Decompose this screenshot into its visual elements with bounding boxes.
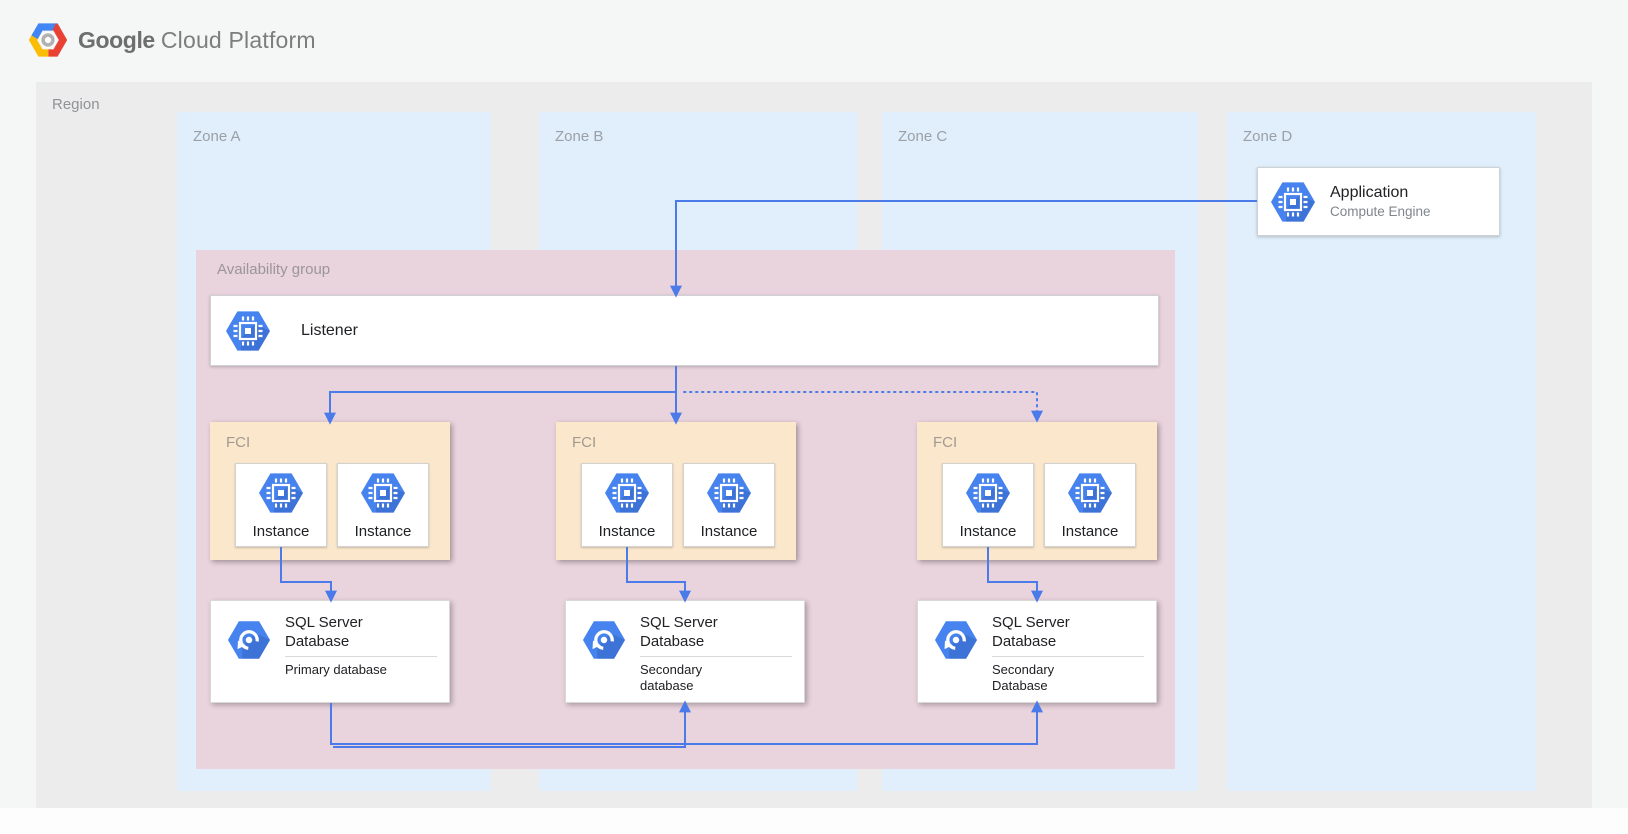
sql-database-role: Secondary Database: [992, 662, 1055, 693]
instance-card: Instance: [683, 463, 775, 547]
region-label: Region: [52, 96, 100, 113]
zone-c-label: Zone C: [898, 128, 948, 145]
application-title: Application: [1330, 183, 1409, 201]
fci-group-2: FCI Instance Instance: [556, 422, 796, 560]
instance-card: Instance: [942, 463, 1034, 547]
compute-engine-icon: [1270, 179, 1316, 225]
fci-group-1: FCI Instance Instance: [210, 422, 450, 560]
sql-database-role: Secondary database: [640, 662, 703, 693]
instance-card: Instance: [337, 463, 429, 547]
compute-engine-icon: [965, 470, 1011, 516]
sql-database-text: SQL Server Database Secondary database: [640, 613, 794, 694]
instance-label: Instance: [959, 523, 1017, 540]
divider: [992, 656, 1144, 657]
application-text: Application Compute Engine: [1330, 183, 1431, 221]
instance-label: Instance: [1061, 523, 1119, 540]
sql-database-text: SQL Server Database Secondary Database: [992, 613, 1146, 694]
fci-group-3: FCI Instance Instance: [917, 422, 1157, 560]
compute-engine-icon: [360, 470, 406, 516]
sql-database-title: SQL Server Database: [640, 614, 718, 650]
instance-label: Instance: [252, 523, 310, 540]
instance-card: Instance: [1044, 463, 1136, 547]
listener-label: Listener: [301, 321, 358, 339]
listener-card: Listener: [210, 295, 1159, 366]
compute-engine-icon: [1067, 470, 1113, 516]
sql-database-text: SQL Server Database Primary database: [285, 613, 439, 678]
sql-database-title: SQL Server Database: [992, 614, 1070, 650]
instance-label: Instance: [700, 523, 758, 540]
logo-word-google: Google: [78, 26, 155, 53]
logo-word-cloud-platform: Cloud Platform: [160, 26, 316, 53]
cloud-sql-icon: [934, 618, 978, 662]
gcp-hexagon-logo-icon: [28, 23, 68, 57]
availability-group-label: Availability group: [217, 261, 331, 278]
divider: [285, 656, 437, 657]
sql-database-card-primary: SQL Server Database Primary database: [210, 600, 450, 703]
bottom-margin: [0, 808, 1628, 834]
compute-engine-icon: [706, 470, 752, 516]
fci-group-1-label: FCI: [226, 434, 251, 451]
application-subtitle: Compute Engine: [1330, 203, 1431, 219]
instance-card: Instance: [581, 463, 673, 547]
sql-database-title: SQL Server Database: [285, 614, 363, 650]
cloud-sql-icon: [227, 618, 271, 662]
divider: [640, 656, 792, 657]
instance-label: Instance: [598, 523, 656, 540]
sql-database-card-secondary-1: SQL Server Database Secondary database: [565, 600, 805, 703]
compute-engine-icon: [225, 308, 271, 354]
instance-card: Instance: [235, 463, 327, 547]
cloud-sql-icon: [582, 618, 626, 662]
compute-engine-icon: [258, 470, 304, 516]
zone-a-label: Zone A: [193, 128, 241, 145]
zone-b-label: Zone B: [555, 128, 604, 145]
fci-group-2-label: FCI: [572, 434, 597, 451]
sql-database-card-secondary-2: SQL Server Database Secondary Database: [917, 600, 1157, 703]
fci-group-3-label: FCI: [933, 434, 958, 451]
application-card: Application Compute Engine: [1257, 167, 1500, 236]
compute-engine-icon: [604, 470, 650, 516]
instance-label: Instance: [354, 523, 412, 540]
sql-database-role: Primary database: [285, 662, 387, 677]
zone-d-label: Zone D: [1243, 128, 1293, 145]
